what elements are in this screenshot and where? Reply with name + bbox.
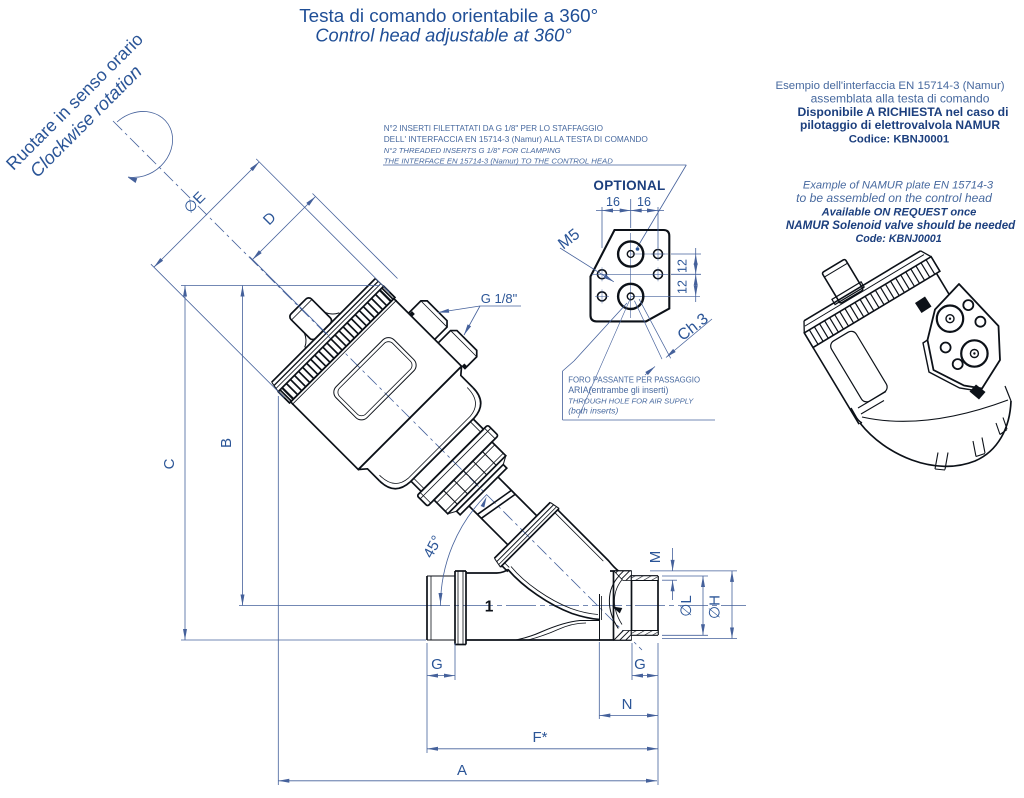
svg-text:(both inserts): (both inserts): [568, 406, 618, 416]
svg-text:N°2 INSERTI FILETTATATI DA G 1: N°2 INSERTI FILETTATATI DA G 1/8" PER LO…: [384, 124, 603, 133]
svg-text:N: N: [622, 696, 633, 713]
svg-text:to be assembled on the control: to be assembled on the control head: [796, 191, 993, 205]
svg-text:16: 16: [637, 195, 651, 209]
svg-text:∅L: ∅L: [678, 595, 695, 616]
svg-text:Code: KBNJ0001: Code: KBNJ0001: [856, 233, 942, 245]
svg-text:A: A: [457, 762, 467, 779]
svg-text:ARIA(entrambe gli inserti): ARIA(entrambe gli inserti): [568, 385, 668, 395]
svg-text:G: G: [431, 656, 443, 673]
svg-text:G 1/8": G 1/8": [481, 291, 518, 306]
svg-text:Disponibile A RICHIESTA nel ca: Disponibile A RICHIESTA nel caso di: [797, 105, 1008, 119]
svg-text:THE INTERFACE EN 15714-3 (Namu: THE INTERFACE EN 15714-3 (Namur) TO THE …: [384, 157, 614, 166]
svg-text:C: C: [161, 458, 178, 469]
svg-text:Codice: KBNJ0001: Codice: KBNJ0001: [849, 134, 949, 146]
svg-text:Testa di comando orientabile a: Testa di comando orientabile a 360°: [299, 5, 598, 26]
svg-text:Esempio dell'interfaccia EN 15: Esempio dell'interfaccia EN 15714-3 (Nam…: [775, 80, 1004, 92]
svg-text:Example of NAMUR plate EN 1571: Example of NAMUR plate EN 15714-3: [803, 180, 994, 192]
svg-text:12: 12: [676, 280, 690, 294]
svg-text:M: M: [647, 551, 664, 564]
svg-text:N°2 THREADED INSERTS G 1/8" FO: N°2 THREADED INSERTS G 1/8" FOR CLAMPING: [384, 146, 561, 155]
svg-text:FORO PASSANTE PER PASSAGGIO: FORO PASSANTE PER PASSAGGIO: [568, 376, 700, 385]
svg-text:Available ON REQUEST once: Available ON REQUEST once: [821, 206, 977, 218]
svg-text:1: 1: [485, 599, 494, 616]
svg-text:∅H: ∅H: [707, 595, 724, 619]
svg-text:12: 12: [676, 259, 690, 273]
svg-text:Control head adjustable at 360: Control head adjustable at 360°: [315, 25, 571, 46]
svg-text:G: G: [634, 656, 646, 673]
svg-text:16: 16: [606, 195, 620, 209]
svg-text:NAMUR Solenoid valve should be: NAMUR Solenoid valve should be needed: [786, 219, 1016, 232]
svg-text:F*: F*: [533, 729, 548, 746]
svg-text:B: B: [218, 438, 235, 448]
svg-text:THROUGH HOLE FOR AIR SUPPLY: THROUGH HOLE FOR AIR SUPPLY: [568, 396, 694, 405]
svg-text:assemblata alla testa di coman: assemblata alla testa di comando: [811, 91, 990, 105]
svg-text:DELL' INTERFACCIA EN 15714-3 (: DELL' INTERFACCIA EN 15714-3 (Namur) ALL…: [384, 134, 649, 144]
svg-text:OPTIONAL: OPTIONAL: [593, 178, 665, 193]
svg-text:pilotaggio di elettrovalvola N: pilotaggio di elettrovalvola NAMUR: [800, 118, 1000, 132]
